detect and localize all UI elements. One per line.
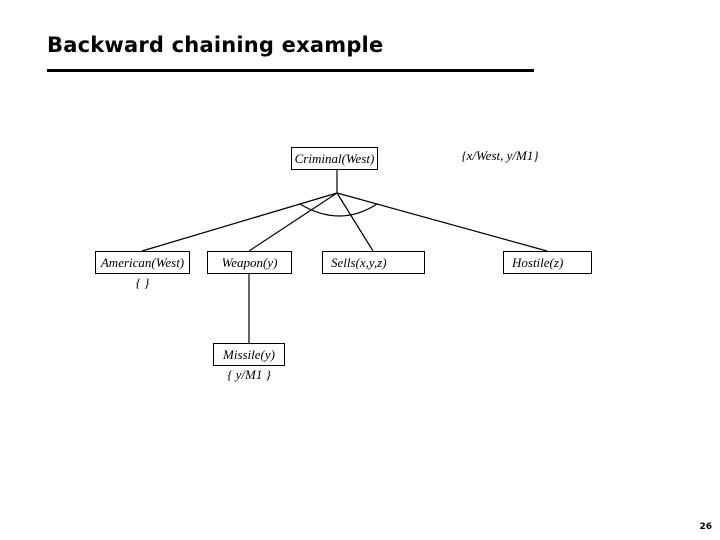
node-weapon-y[interactable]: Weapon(y) xyxy=(207,251,292,274)
node-sells-xyz[interactable]: Sells(x,y,z) xyxy=(322,251,425,274)
title-divider xyxy=(47,69,534,72)
node-american-west[interactable]: American(West) xyxy=(95,251,190,274)
binding-american: { } xyxy=(135,275,150,290)
binding-missile: { y/M1 } xyxy=(227,367,271,382)
page-title: Backward chaining example xyxy=(47,33,384,57)
node-missile-y[interactable]: Missile(y) xyxy=(213,343,285,366)
node-criminal-west[interactable]: Criminal(West) xyxy=(291,147,378,170)
page-number: 26 xyxy=(699,522,712,532)
binding-root: {x/West, y/M1} xyxy=(461,148,539,163)
node-hostile-z[interactable]: Hostile(z) xyxy=(503,251,592,274)
